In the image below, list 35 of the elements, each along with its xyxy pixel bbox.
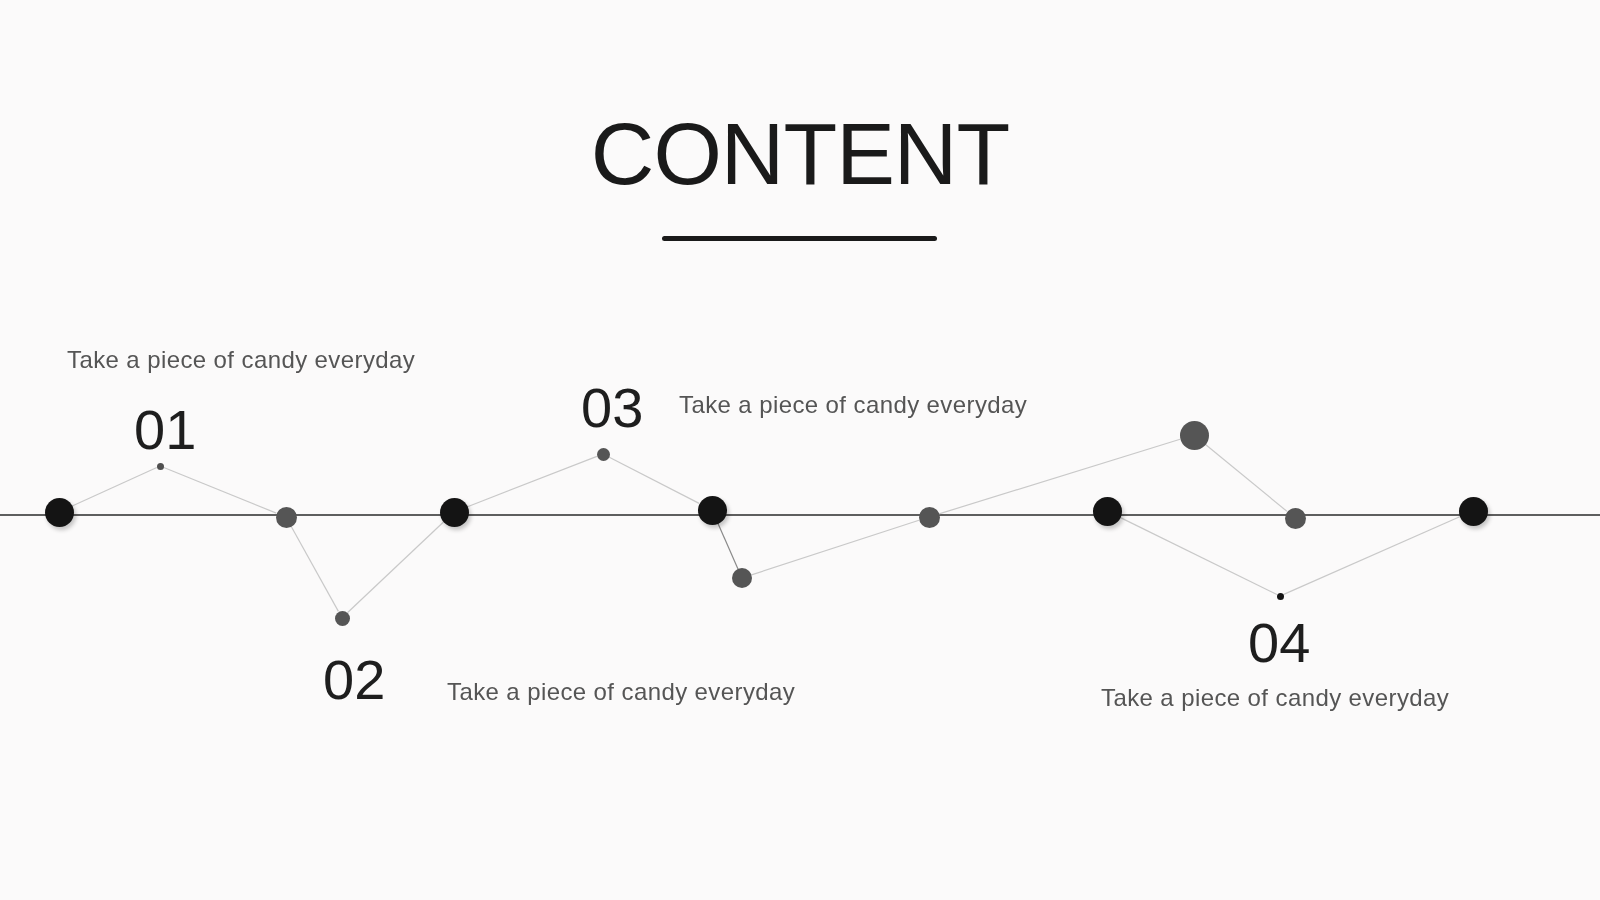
connector-line	[608, 456, 700, 504]
connector-line	[938, 438, 1181, 515]
timeline-dot	[275, 506, 297, 528]
timeline-dot	[439, 497, 469, 527]
timeline-dot	[1276, 592, 1284, 600]
description-text: Take a piece of candy everyday	[67, 348, 416, 372]
timeline-dot	[334, 610, 350, 626]
timeline-dot	[1458, 496, 1488, 526]
title: CONTENT	[590, 104, 1010, 203]
connector-line	[1282, 516, 1461, 596]
timeline-dot	[1284, 507, 1306, 529]
connector-line	[346, 521, 445, 614]
description-text: Take a piece of candy everyday	[679, 393, 1028, 417]
connector-line	[71, 466, 158, 507]
timeline-dot	[1179, 420, 1209, 450]
description-text: Take a piece of candy everyday	[447, 680, 796, 704]
timeline-dot	[918, 506, 940, 528]
connector-line	[717, 522, 739, 570]
timeline-dot	[156, 462, 164, 470]
timeline-dot	[596, 447, 610, 461]
connector-line	[750, 519, 920, 576]
connector-line	[466, 455, 598, 508]
step-number: 01	[134, 402, 197, 458]
connector-line	[1119, 516, 1278, 596]
timeline-dot	[697, 495, 727, 525]
step-number: 03	[581, 380, 644, 436]
timeline-dot	[732, 568, 752, 588]
step-number: 02	[323, 652, 386, 708]
timeline-dot	[1092, 496, 1122, 526]
timeline-dot	[44, 497, 74, 527]
connector-line	[1204, 443, 1288, 512]
step-number: 04	[1248, 615, 1311, 671]
description-text: Take a piece of candy everyday	[1101, 686, 1450, 710]
connector-line	[290, 525, 339, 612]
connector-line	[162, 466, 277, 514]
